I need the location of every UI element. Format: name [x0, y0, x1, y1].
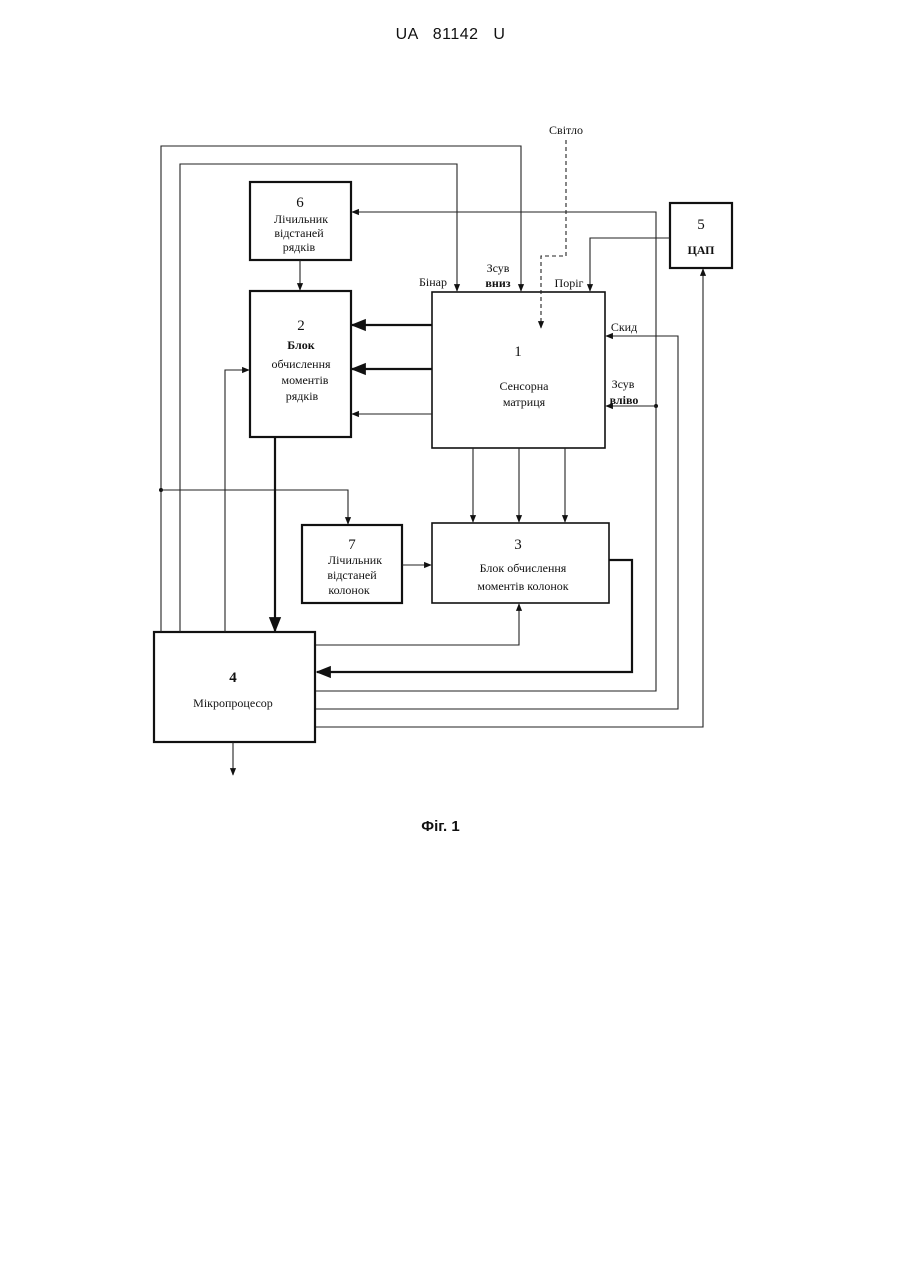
block-4-line-1: Мікропроцесор: [193, 696, 273, 710]
block-1-line-1: Сенсорна: [500, 379, 550, 393]
block-7-line-1: Лічильник: [328, 553, 382, 567]
block-2-line-1: Блок: [287, 338, 315, 352]
counter-7-input-line: [161, 490, 348, 524]
block-2-line-2: обчислення: [271, 357, 331, 371]
block-7-column-distance-counter: 7 Лічильник відстаней колонок: [302, 525, 402, 603]
block-2-line-3: моментів: [282, 373, 329, 387]
block-6-line-3: рядків: [283, 240, 316, 254]
mcu-to-block-3-line: [316, 604, 519, 645]
block-3-number: 3: [514, 537, 522, 553]
block-2-number: 2: [297, 318, 305, 334]
mcu-to-block-2-line: [225, 370, 249, 632]
block-7-line-2: відстаней: [327, 568, 377, 582]
shift-left-label-2: вліво: [610, 393, 639, 407]
block-7-line-3: колонок: [328, 583, 369, 597]
block-7-number: 7: [348, 537, 356, 553]
block-4-number: 4: [229, 670, 237, 686]
shift-left-label-1: Зсув: [612, 377, 635, 391]
block-2-line-4: рядків: [286, 389, 319, 403]
threshold-label: Поріг: [555, 276, 584, 290]
figure-caption: Фіг. 1: [0, 818, 881, 835]
light-label: Світло: [549, 123, 583, 137]
block-1-number: 1: [514, 344, 522, 360]
block-2-row-moments: 2 Блок обчислення моментів рядків: [250, 291, 351, 437]
block-5-dac: 5 ЦАП: [670, 203, 732, 268]
block-1-line-2: матриця: [503, 395, 546, 409]
shift-down-label-2: вниз: [485, 276, 510, 290]
block-6-line-1: Лічильник: [274, 212, 328, 226]
shift-down-label-1: Зсув: [487, 261, 510, 275]
block-5-line-1: ЦАП: [687, 243, 715, 257]
block-1-sensor-matrix: 1 Сенсорна матриця: [432, 292, 605, 448]
block-3-line-1: Блок обчислення: [480, 561, 567, 575]
block-6-line-2: відстаней: [274, 226, 324, 240]
block-6-number: 6: [296, 195, 304, 211]
threshold-signal-line: [590, 238, 670, 291]
block-6-row-distance-counter: 6 Лічильник відстаней рядків: [250, 182, 351, 260]
block-3-column-moments: 3 Блок обчислення моментів колонок: [432, 523, 609, 603]
block-4-microprocessor: 4 Мікропроцесор: [154, 632, 315, 742]
binar-label: Бінар: [419, 275, 447, 289]
block-3-line-2: моментів колонок: [477, 579, 568, 593]
reset-label: Скид: [611, 320, 637, 334]
block-5-number: 5: [697, 217, 705, 233]
